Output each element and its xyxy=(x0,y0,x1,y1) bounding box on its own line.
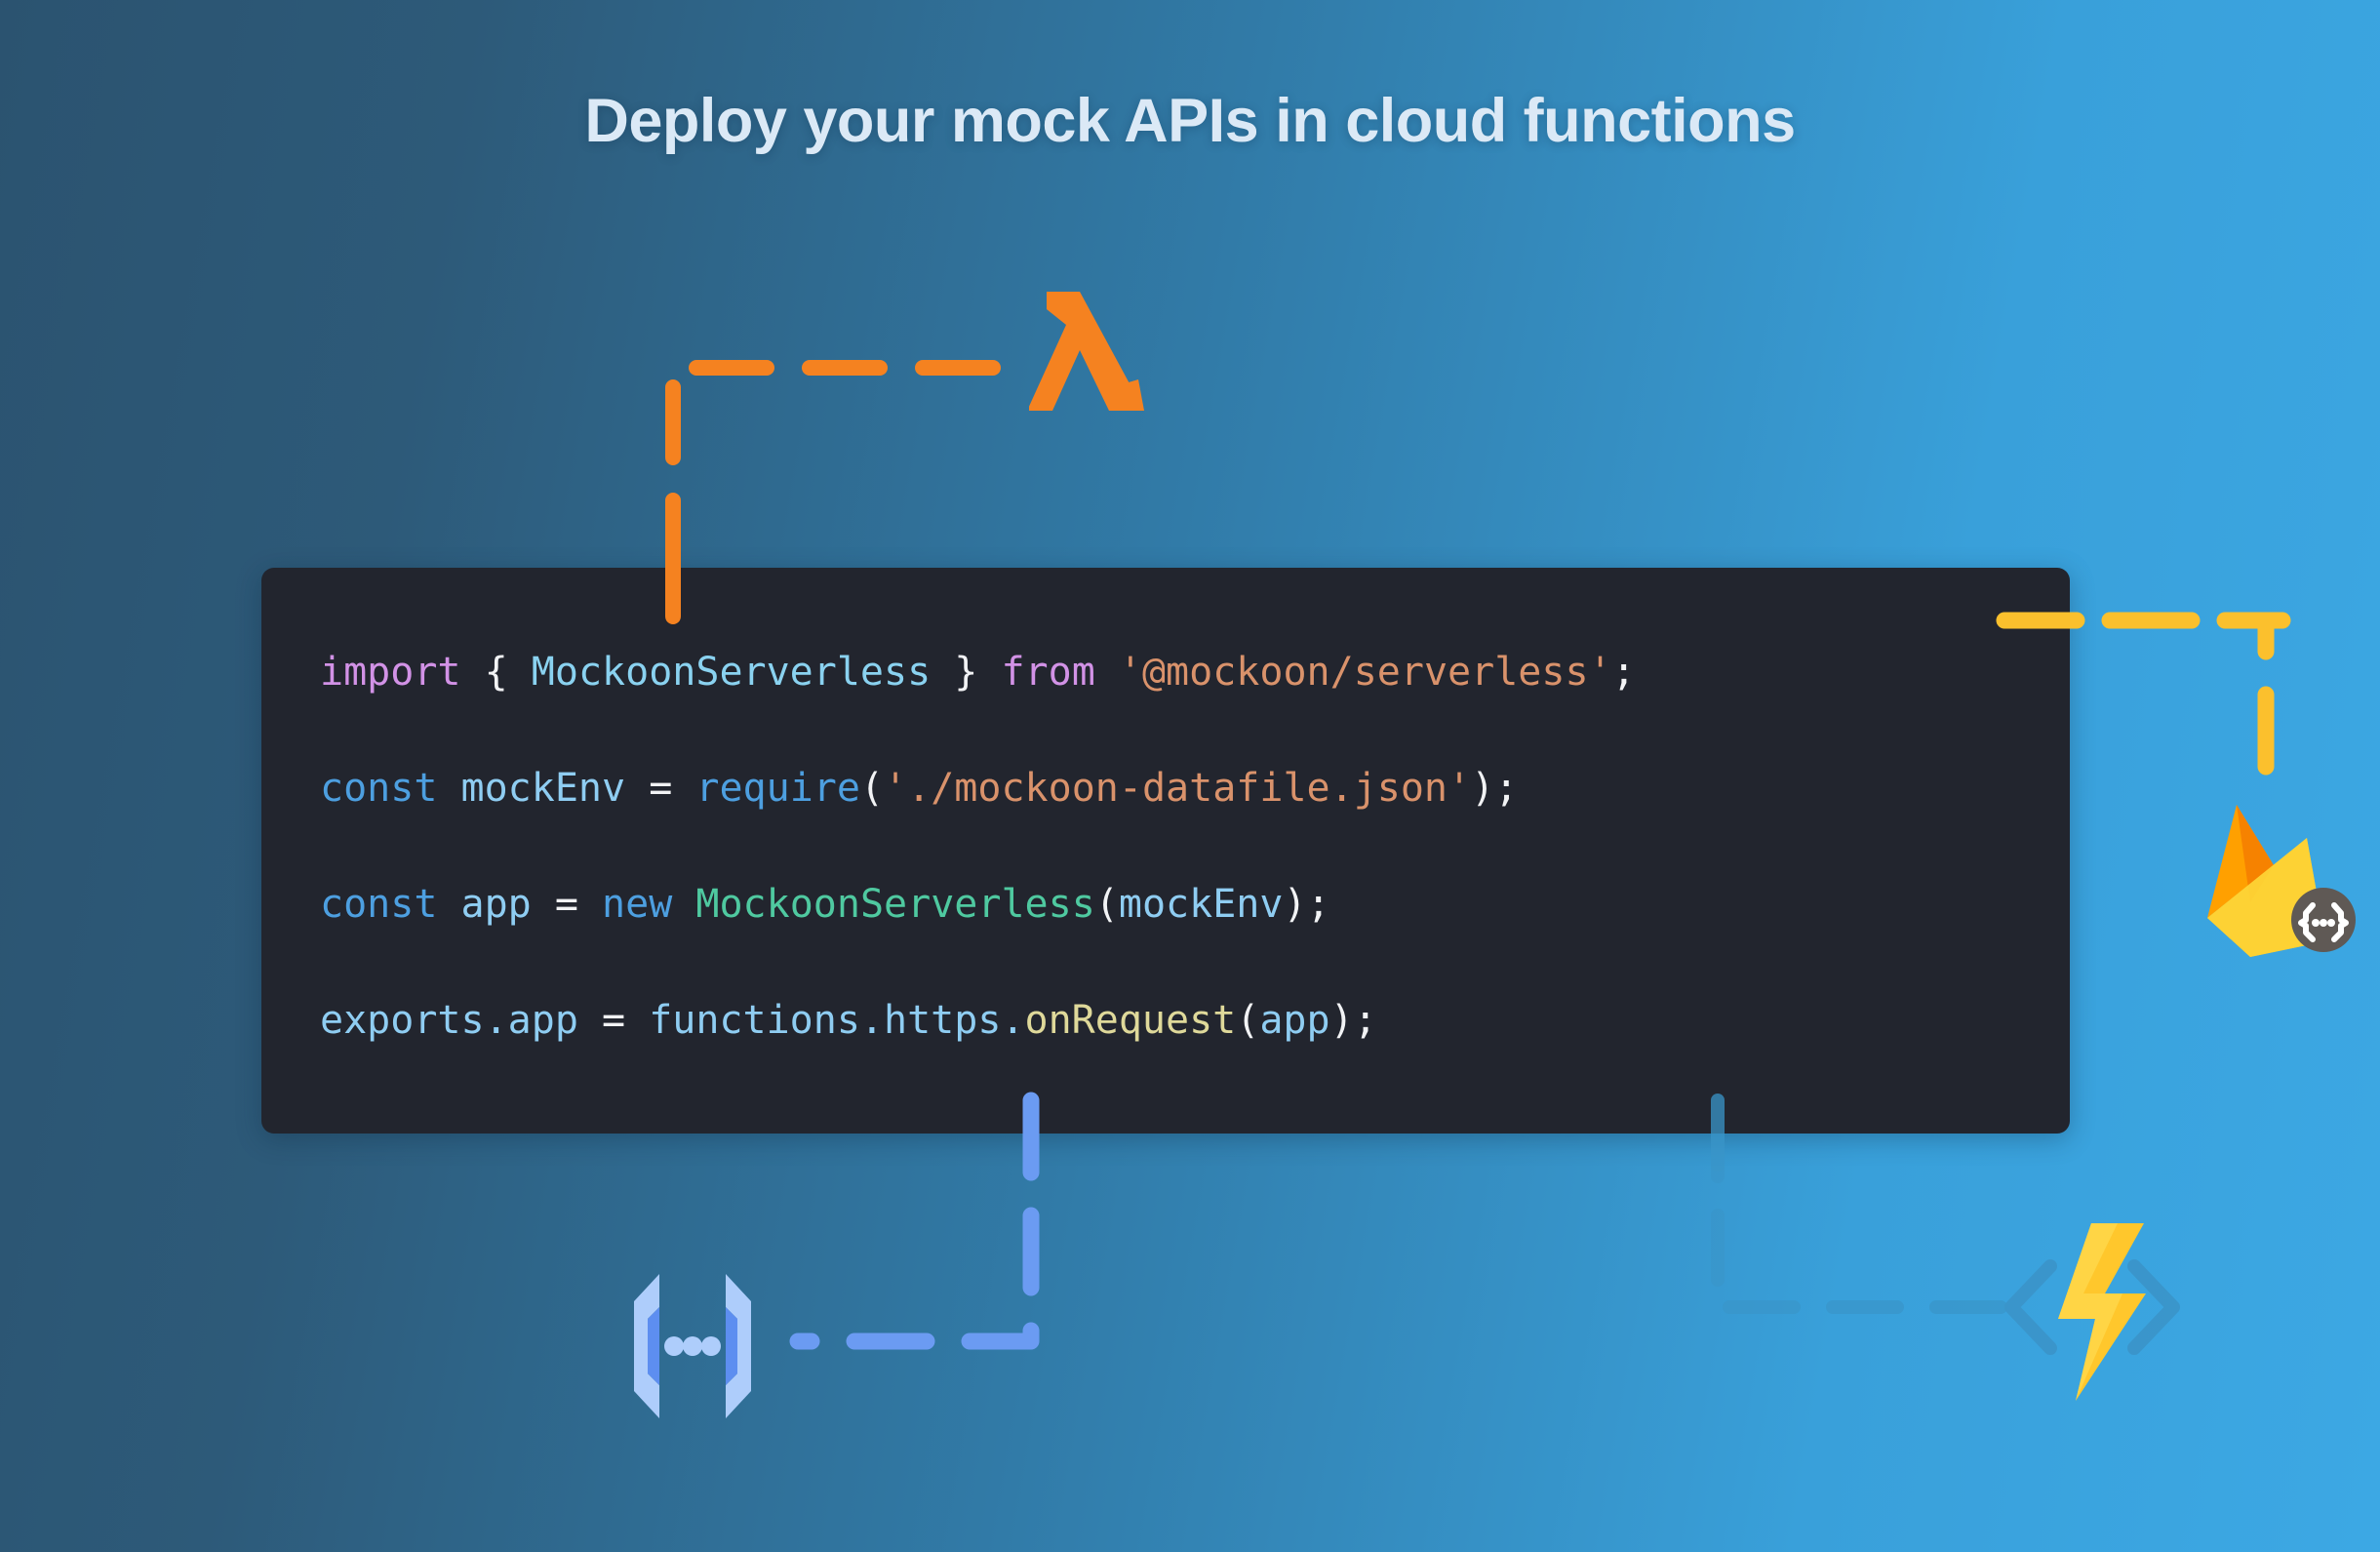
code-token: import xyxy=(320,650,461,695)
code-token: } xyxy=(954,650,978,695)
code-token xyxy=(672,766,695,811)
code-token xyxy=(578,882,602,927)
code-token: '@mockoon/serverless' xyxy=(1118,650,1612,695)
code-token: = xyxy=(554,882,578,927)
code-token: mockEnv xyxy=(1118,882,1284,927)
code-token: require xyxy=(695,766,860,811)
line-new: const app = new MockoonServerless(mockEn… xyxy=(320,847,2050,963)
code-token: ( xyxy=(859,766,885,811)
code-token: ) xyxy=(1471,766,1495,811)
code-token: ( xyxy=(1094,882,1119,927)
code-token: ( xyxy=(1236,998,1260,1043)
code-token xyxy=(625,766,649,811)
code-token xyxy=(437,882,460,927)
code-token: ; xyxy=(1306,882,1330,927)
code-token: = xyxy=(602,998,626,1043)
code-token xyxy=(931,650,954,695)
code-token: const xyxy=(320,766,438,811)
code-token: { xyxy=(484,650,508,695)
code-token: mockEnv xyxy=(460,766,626,811)
page-title: Deploy your mock APIs in cloud functions xyxy=(584,87,1796,155)
code-token: ; xyxy=(1494,766,1519,811)
aws-lambda-connector xyxy=(665,360,1001,597)
code-token: ; xyxy=(1353,998,1377,1043)
code-token: onRequest xyxy=(1024,998,1237,1043)
code-token: ) xyxy=(1283,882,1307,927)
mockoon-connector xyxy=(789,1092,1040,1350)
code-token xyxy=(461,650,485,695)
aws-lambda-icon xyxy=(1029,292,1144,411)
code-token: functions.https. xyxy=(649,998,1025,1043)
code-token: from xyxy=(1001,650,1095,695)
code-token: './mockoon-datafile.json' xyxy=(884,766,1472,811)
code-token xyxy=(1095,650,1119,695)
azure-functions-icon xyxy=(2004,1223,2180,1401)
code-token: ; xyxy=(1611,650,1636,695)
line-import: import { MockoonServerless } from '@mock… xyxy=(320,615,2050,731)
code-token xyxy=(672,882,695,927)
code-token: new xyxy=(602,882,673,927)
code-token xyxy=(437,766,460,811)
code-token: app xyxy=(1259,998,1330,1043)
firebase-functions-icon xyxy=(2207,805,2356,957)
code-token xyxy=(977,650,1001,695)
azure-connector xyxy=(1711,1105,2016,1314)
mockoon-icon xyxy=(634,1274,751,1418)
code-token: app xyxy=(460,882,532,927)
code-token xyxy=(508,650,532,695)
code-token xyxy=(532,882,555,927)
code-block: import { MockoonServerless } from '@mock… xyxy=(261,568,2070,1134)
code-token xyxy=(625,998,649,1043)
code-token: = xyxy=(649,766,673,811)
code-token: MockoonServerless xyxy=(695,882,1095,927)
line-exports: exports.app = functions.https.onRequest(… xyxy=(320,963,2050,1079)
code-token: const xyxy=(320,882,438,927)
code-content: import { MockoonServerless } from '@mock… xyxy=(320,615,2050,1079)
code-token xyxy=(578,998,602,1043)
code-token: exports.app xyxy=(320,998,578,1043)
line-require: const mockEnv = require('./mockoon-dataf… xyxy=(320,731,2050,847)
code-token: ) xyxy=(1329,998,1354,1043)
code-token: MockoonServerless xyxy=(531,650,932,695)
